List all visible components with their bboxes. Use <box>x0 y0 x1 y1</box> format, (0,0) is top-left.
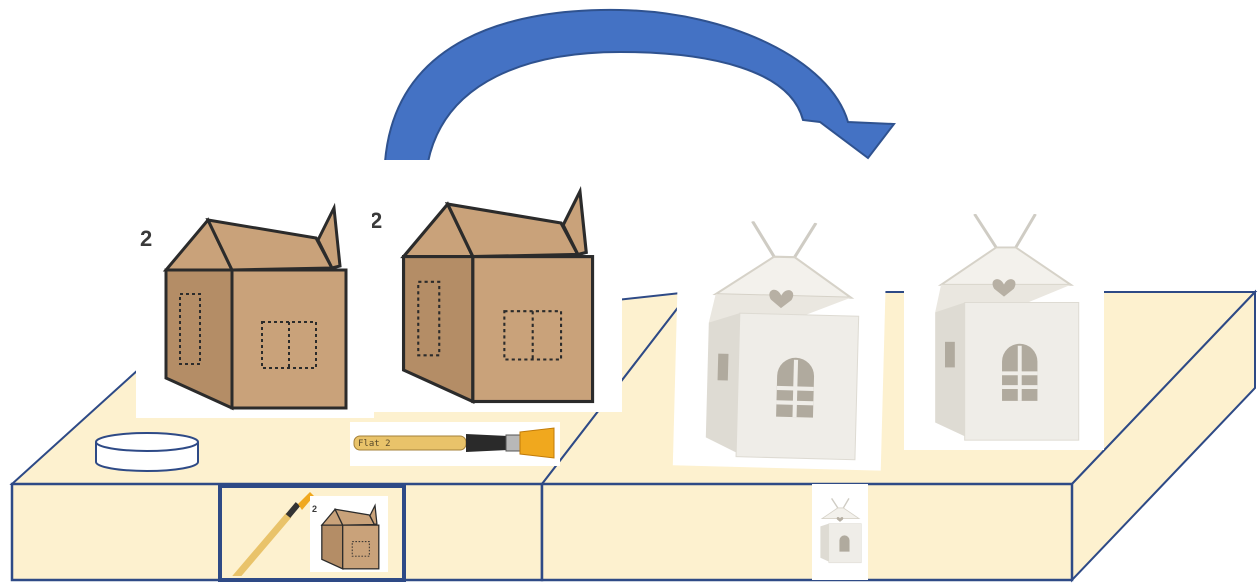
white-gift-box-house-icon <box>935 214 1080 441</box>
white-house-small-card <box>812 484 868 580</box>
cardboard-house-card-2: 2 <box>372 160 622 412</box>
white-gift-box-house-icon <box>705 220 860 461</box>
frame-brush-house-card: 2 <box>228 492 390 576</box>
highlight-frame <box>218 484 406 582</box>
cardboard-house-icon <box>162 202 348 411</box>
right-table-front <box>540 482 1074 582</box>
step-number: 2 <box>372 208 383 233</box>
cardboard-house-icon <box>400 185 595 404</box>
glue-container-icon <box>95 432 199 472</box>
brush-label: Flat 2 <box>358 439 391 449</box>
white-house-card-2 <box>904 214 1104 450</box>
curved-arrow-icon <box>383 8 896 163</box>
white-house-card-1 <box>672 219 888 471</box>
cardboard-house-icon <box>320 503 380 570</box>
paint-brush-card: Flat 2 <box>350 422 560 466</box>
paint-brush-icon: Flat 2 <box>353 427 555 459</box>
cardboard-house-card-1: 2 <box>136 178 374 418</box>
step-number: 2 <box>140 226 153 251</box>
white-gift-box-house-icon <box>820 498 862 564</box>
step-number-small: 2 <box>312 504 318 514</box>
